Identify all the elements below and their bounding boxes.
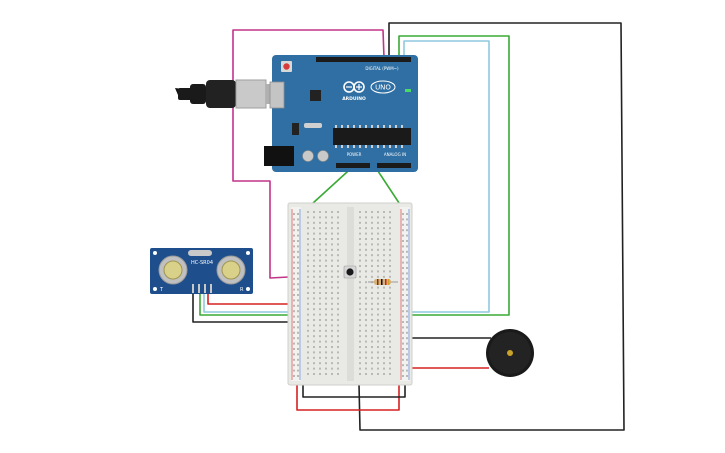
power-label: POWER: [347, 152, 362, 157]
board-model: UNO: [375, 84, 391, 92]
atmega-chip: [333, 128, 411, 145]
arduino-uno[interactable]: UNO ARDUINO DIGITAL (PWM~) POWER ANALOG …: [264, 55, 418, 172]
sensor-model: HC-SR04: [191, 260, 213, 266]
hc-sr04-sensor[interactable]: HC-SR04 T R: [150, 248, 253, 294]
wire-green-top[interactable]: [199, 35, 510, 316]
wire-magenta-button[interactable]: [232, 29, 385, 279]
push-button[interactable]: [343, 265, 357, 279]
wire-black-sensor-gnd[interactable]: [192, 292, 300, 323]
transmitter-icon: [158, 255, 188, 285]
usb-port[interactable]: [269, 81, 285, 109]
resistor: [368, 279, 398, 285]
breadboard-holes: [293, 211, 408, 377]
receiver-icon: [216, 255, 246, 285]
power-header[interactable]: [336, 163, 370, 168]
wire-lightblue[interactable]: [203, 40, 490, 313]
board-brand: ARDUINO: [342, 96, 366, 102]
buzzer-center: [507, 350, 513, 356]
wire-red-sensor-vcc[interactable]: [207, 292, 300, 305]
wire-black-loop[interactable]: [357, 22, 625, 431]
piezo-buzzer[interactable]: [486, 329, 534, 377]
digital-label: DIGITAL (PWM~): [365, 66, 399, 71]
arduino-logo-icon: [343, 81, 365, 93]
usb-cable: [175, 79, 276, 109]
wire-black-bottom[interactable]: [302, 380, 406, 398]
wire-red-bottom[interactable]: [296, 380, 400, 411]
breadboard[interactable]: [287, 202, 413, 386]
analog-header[interactable]: [377, 163, 411, 168]
analog-label: ANALOG IN: [384, 152, 406, 157]
power-jack[interactable]: [264, 146, 294, 166]
sensor-pin-t: T: [159, 287, 164, 293]
digital-header[interactable]: [316, 57, 411, 62]
sensor-pin-r: R: [240, 287, 244, 293]
